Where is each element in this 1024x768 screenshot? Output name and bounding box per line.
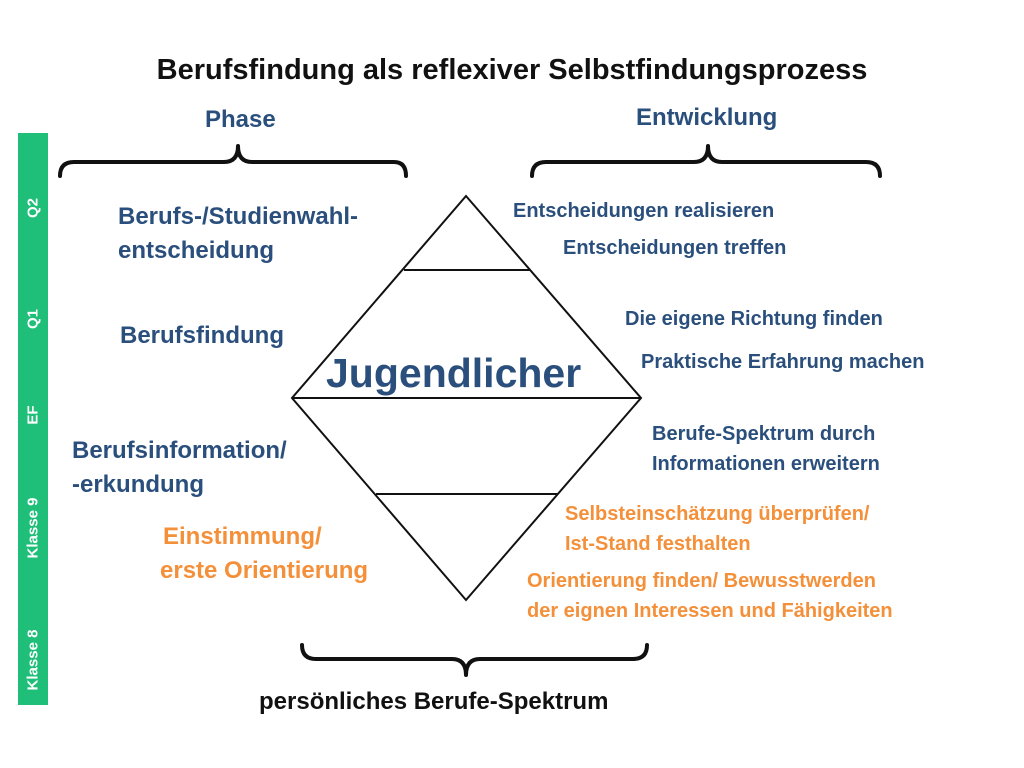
dev-treffen: Entscheidungen treffen <box>563 237 787 259</box>
phase-einstimmung-line-2: erste Orientierung <box>160 557 369 584</box>
dev-erfahrung: Praktische Erfahrung machen <box>641 351 925 373</box>
dev-spektrum: Berufe-Spektrum durch Informationen erwe… <box>652 419 880 479</box>
diamond <box>290 194 643 602</box>
dev-selbsteinschaetzung-line-2: Ist-Stand festhalten <box>565 533 751 555</box>
dev-orientierung-line-1: Orientierung finden/ Bewusstwerden <box>527 570 876 592</box>
center-label: Jugendlicher <box>326 350 582 396</box>
diagram-title: Berufsfindung als reflexiver Selbstfindu… <box>156 54 868 86</box>
grade-sidebar: Q2 Q1 EF Klasse 9 Klasse 8 <box>18 133 48 705</box>
dev-realisieren: Entscheidungen realisieren <box>513 200 775 222</box>
phase-einstimmung: Einstimmung/ erste Orientierung <box>160 520 368 588</box>
dev-spektrum-line-1: Berufe-Spektrum durch <box>652 423 876 445</box>
phase-entscheidung-line-1: Berufs-/Studienwahl- <box>118 203 359 230</box>
dev-orientierung-line-2: der eignen Interessen und Fähigkeiten <box>527 600 893 622</box>
phase-brace <box>58 144 408 178</box>
bottom-brace <box>300 643 649 677</box>
dev-richtung: Die eigene Richtung finden <box>625 308 883 330</box>
phase-information-line-1: Berufsinformation/ <box>72 437 287 464</box>
phase-information-line-2: -erkundung <box>72 471 204 498</box>
phase-header: Phase <box>205 106 276 133</box>
phase-einstimmung-line-1: Einstimmung/ <box>163 523 322 550</box>
dev-selbsteinschaetzung-line-1: Selbsteinschätzung überprüfen/ <box>565 503 870 525</box>
bottom-label: persönliches Berufe-Spektrum <box>259 688 609 715</box>
dev-orientierung: Orientierung finden/ Bewusstwerden der e… <box>527 566 893 626</box>
phase-berufsfindung: Berufsfindung <box>120 322 284 349</box>
phase-information: Berufsinformation/ -erkundung <box>72 434 287 502</box>
phase-entscheidung: Berufs-/Studienwahl- entscheidung <box>118 200 358 268</box>
entwicklung-brace <box>530 144 882 178</box>
phase-entscheidung-line-2: entscheidung <box>118 237 275 264</box>
entwicklung-header: Entwicklung <box>636 104 778 131</box>
dev-selbsteinschaetzung: Selbsteinschätzung überprüfen/ Ist-Stand… <box>565 499 869 559</box>
dev-spektrum-line-2: Informationen erweitern <box>652 453 880 475</box>
